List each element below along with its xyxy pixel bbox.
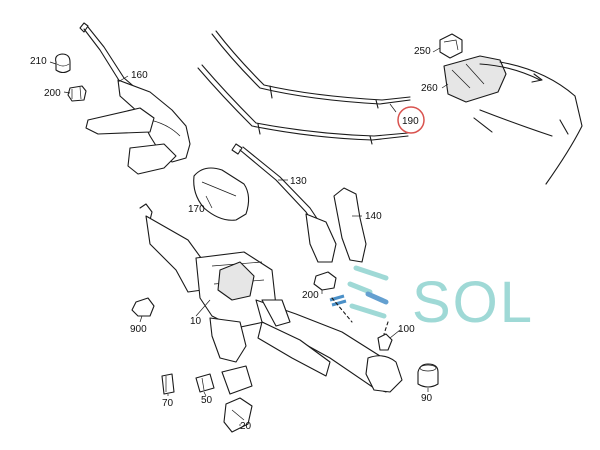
part-20-bracket bbox=[223, 397, 253, 433]
callout-160: 160 bbox=[131, 70, 148, 81]
callout-200-top: 200 bbox=[44, 88, 61, 99]
part-250-clip bbox=[439, 33, 463, 59]
callout-210: 210 bbox=[30, 56, 47, 67]
callout-130: 130 bbox=[290, 176, 307, 187]
bracket bbox=[221, 365, 253, 395]
sol-logo-mark bbox=[347, 265, 389, 319]
callout-70: 70 bbox=[162, 398, 174, 409]
callout-260: 260 bbox=[421, 83, 438, 94]
callout-100: 100 bbox=[398, 324, 415, 335]
callout-20: 20 bbox=[240, 421, 252, 432]
part-90-cap bbox=[417, 363, 439, 388]
part-10-motor-linkage bbox=[139, 203, 403, 393]
callout-50: 50 bbox=[201, 395, 213, 406]
part-210-cap bbox=[55, 53, 71, 74]
part-50-bushing bbox=[195, 373, 215, 393]
part-130-front-wiper-arm bbox=[231, 143, 337, 263]
part-140-front-arm-cover bbox=[333, 187, 367, 263]
part-70-bushing bbox=[161, 373, 175, 395]
part-100 bbox=[331, 297, 393, 351]
callout-250: 250 bbox=[414, 46, 431, 57]
part-200-nut-lower bbox=[313, 271, 347, 307]
callout-leaders bbox=[49, 47, 449, 426]
callout-900: 900 bbox=[130, 324, 147, 335]
part-190-wiper-blades bbox=[197, 30, 411, 145]
callout-170: 170 bbox=[188, 204, 205, 215]
part-200-nut-top bbox=[67, 85, 87, 102]
sol-logo-watermark: SOL bbox=[347, 265, 534, 335]
callout-200-lower: 200 bbox=[302, 290, 319, 301]
callout-190: 190 bbox=[402, 116, 419, 127]
part-160-rear-wiper-arm bbox=[79, 22, 191, 175]
callout-90: 90 bbox=[421, 393, 433, 404]
part-260-cowl bbox=[443, 55, 583, 185]
callout-140: 140 bbox=[365, 211, 382, 222]
part-900-grommet bbox=[131, 297, 155, 317]
sol-logo-text: SOL bbox=[412, 270, 534, 335]
highlight-circle bbox=[397, 106, 425, 134]
callout-10: 10 bbox=[190, 316, 202, 327]
part-170-cover bbox=[193, 167, 250, 221]
